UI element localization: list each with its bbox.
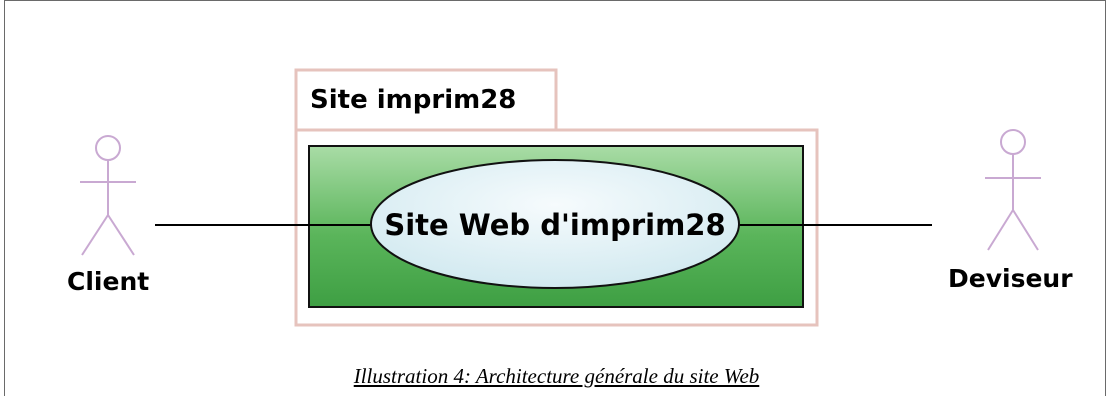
actor-deviseur-label: Deviseur	[948, 264, 1073, 293]
actor-deviseur	[985, 129, 1041, 251]
actor-client	[80, 135, 136, 256]
package-tab: Site imprim28	[294, 68, 558, 132]
figure-frame	[4, 0, 1106, 396]
use-case-diagram: Site imprim28 Site Web d'imprim28 Client…	[67, 68, 1073, 327]
use-case-label: Site Web d'imprim28	[384, 208, 725, 242]
figure-caption: Illustration 4: Architecture générale du…	[353, 364, 760, 388]
actor-client-label: Client	[67, 267, 149, 296]
use-case: Site Web d'imprim28	[370, 159, 740, 289]
package-title: Site imprim28	[310, 85, 516, 115]
